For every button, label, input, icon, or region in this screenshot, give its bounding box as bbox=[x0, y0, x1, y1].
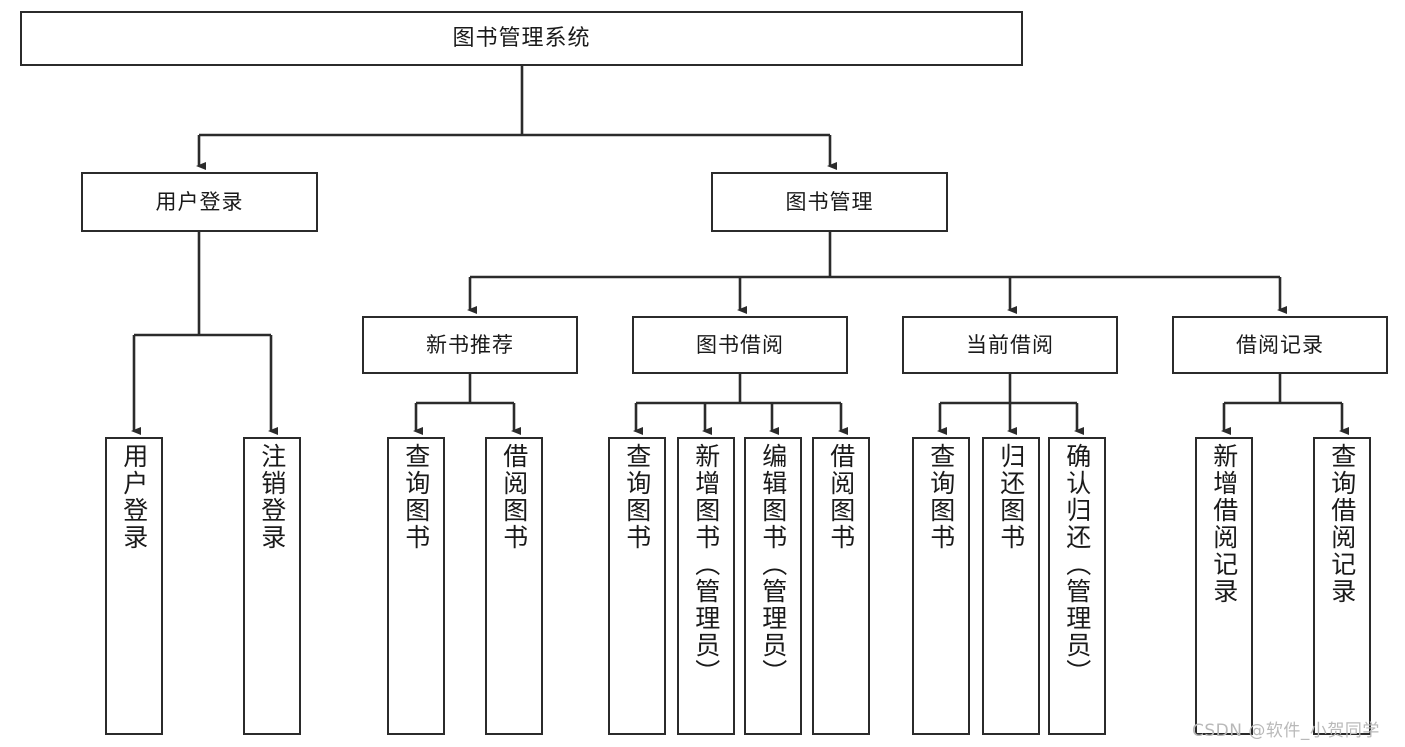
node-user-login[interactable]: 用户登录 bbox=[81, 172, 318, 232]
leaf-user-login[interactable]: 用户登录 bbox=[105, 437, 163, 735]
node-label: 借阅图书 bbox=[826, 443, 856, 551]
node-label: 确认归还（管理员） bbox=[1062, 443, 1092, 686]
leaf-return-book[interactable]: 归还图书 bbox=[982, 437, 1040, 735]
node-label: 新书推荐 bbox=[426, 332, 514, 357]
leaf-query-borrow-record[interactable]: 查询借阅记录 bbox=[1313, 437, 1371, 735]
node-label: 借阅图书 bbox=[499, 443, 529, 551]
node-root-system[interactable]: 图书管理系统 bbox=[20, 11, 1023, 66]
node-book-management[interactable]: 图书管理 bbox=[711, 172, 948, 232]
node-label: 查询图书 bbox=[401, 443, 431, 551]
node-new-book-recommend[interactable]: 新书推荐 bbox=[362, 316, 578, 374]
leaf-logout-login[interactable]: 注销登录 bbox=[243, 437, 301, 735]
leaf-query-book-new[interactable]: 查询图书 bbox=[387, 437, 445, 735]
leaf-edit-book-admin[interactable]: 编辑图书（管理员） bbox=[744, 437, 802, 735]
node-label: 编辑图书（管理员） bbox=[758, 443, 788, 686]
leaf-add-book-admin[interactable]: 新增图书（管理员） bbox=[677, 437, 735, 735]
node-label: 归还图书 bbox=[996, 443, 1026, 551]
node-label: 图书管理系统 bbox=[452, 25, 591, 51]
node-current-borrow[interactable]: 当前借阅 bbox=[902, 316, 1118, 374]
node-label: 借阅记录 bbox=[1236, 332, 1324, 357]
node-label: 新增借阅记录 bbox=[1209, 443, 1239, 605]
leaf-query-book-borrow[interactable]: 查询图书 bbox=[608, 437, 666, 735]
node-borrow-record[interactable]: 借阅记录 bbox=[1172, 316, 1388, 374]
node-label: 图书借阅 bbox=[696, 332, 784, 357]
leaf-add-borrow-record[interactable]: 新增借阅记录 bbox=[1195, 437, 1253, 735]
node-label: 查询图书 bbox=[622, 443, 652, 551]
node-label: 当前借阅 bbox=[966, 332, 1054, 357]
node-label: 用户登录 bbox=[119, 443, 149, 551]
leaf-confirm-return-admin[interactable]: 确认归还（管理员） bbox=[1048, 437, 1106, 735]
node-label: 查询图书 bbox=[926, 443, 956, 551]
node-label: 用户登录 bbox=[155, 189, 244, 214]
csdn-watermark: CSDN @软件_小贺同学 bbox=[1192, 721, 1380, 741]
leaf-borrow-book-new[interactable]: 借阅图书 bbox=[485, 437, 543, 735]
leaf-query-book-current[interactable]: 查询图书 bbox=[912, 437, 970, 735]
node-label: 查询借阅记录 bbox=[1327, 443, 1357, 605]
node-label: 注销登录 bbox=[257, 443, 287, 551]
node-label: 图书管理 bbox=[785, 189, 874, 214]
leaf-borrow-book[interactable]: 借阅图书 bbox=[812, 437, 870, 735]
node-label: 新增图书（管理员） bbox=[691, 443, 721, 686]
node-book-borrow[interactable]: 图书借阅 bbox=[632, 316, 848, 374]
